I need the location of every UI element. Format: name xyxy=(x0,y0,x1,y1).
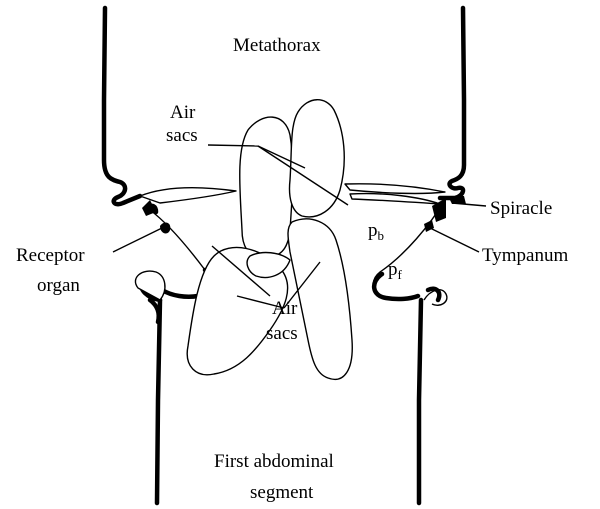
air-sacs-bottom-label-line2: sacs xyxy=(266,323,298,344)
air-sacs-top-leader-a xyxy=(208,145,258,146)
left-thick-lower-curl xyxy=(150,300,159,322)
air-sacs-top-label-line2: sacs xyxy=(166,125,198,146)
air-sacs-bottom-label-line1: Air xyxy=(272,298,298,319)
tympanum-label: Tympanum xyxy=(482,245,568,266)
spiracle-label: Spiracle xyxy=(490,198,552,219)
right-body-wall-upper xyxy=(440,8,464,198)
right-upper-fold-2 xyxy=(350,194,440,204)
spiracle-leader xyxy=(452,203,486,206)
right-body-wall-lower xyxy=(419,300,421,503)
left-upper-fold xyxy=(140,188,236,203)
left-body-wall-lower xyxy=(157,300,160,503)
metathorax-label: Metathorax xyxy=(233,35,321,56)
air-sac-center-lower xyxy=(288,219,352,379)
tympanum-leader xyxy=(430,228,479,252)
air-sacs-top-label-line1: Air xyxy=(170,102,196,123)
receptor-organ-label-line1: Receptor xyxy=(16,245,85,266)
left-body-wall-upper xyxy=(104,8,140,204)
first-abdominal-label-line1: First abdominal xyxy=(214,451,334,472)
first-abdominal-label-line2: segment xyxy=(250,482,314,503)
pb-label: pb xyxy=(368,220,384,243)
air-sac-upper-left xyxy=(240,117,293,258)
receptor-organ-label-line2: organ xyxy=(37,275,80,296)
air-sac-upper-right xyxy=(290,100,345,217)
right-upper-fold xyxy=(345,184,445,194)
